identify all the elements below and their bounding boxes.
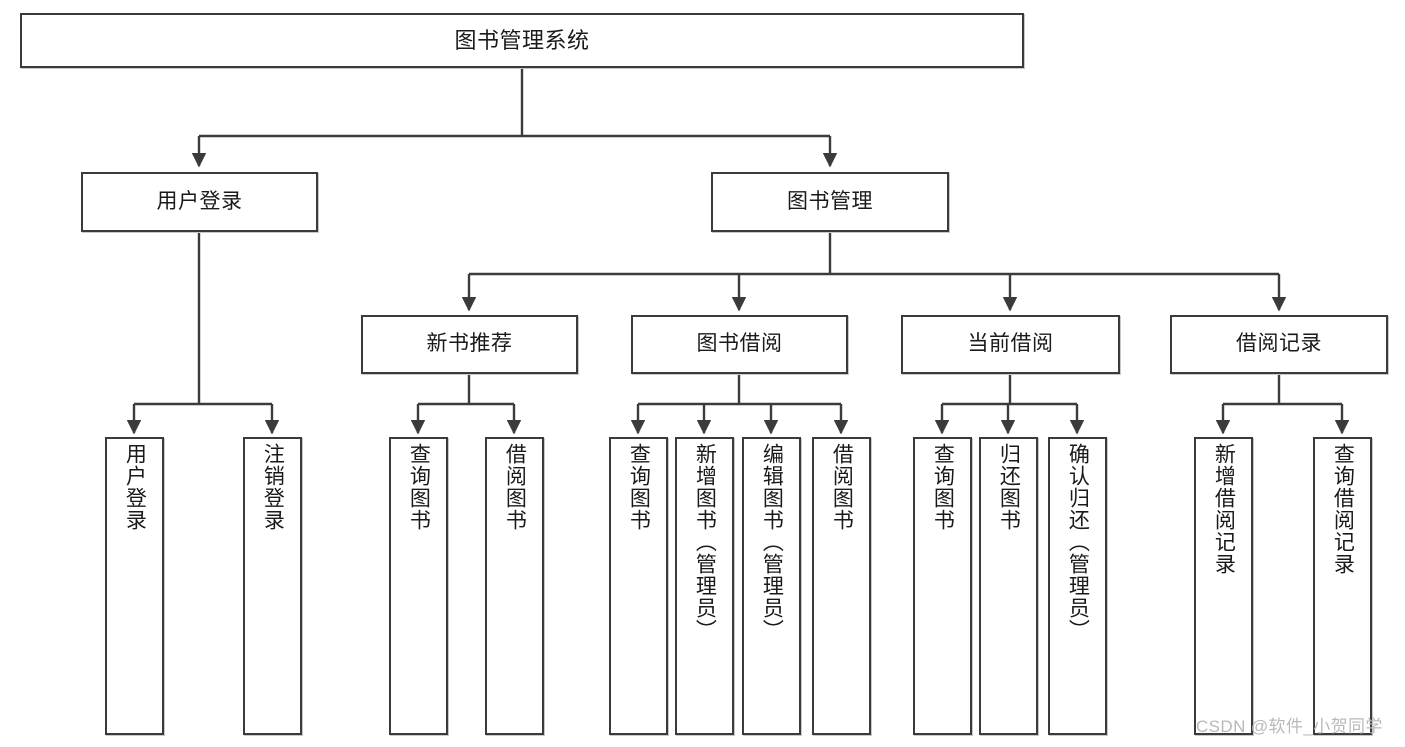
leaf-current-return-book[interactable]: 归还图书 <box>979 437 1038 735</box>
node-label: 确认归还（管理员） <box>1066 443 1090 641</box>
leaf-record-add-record[interactable]: 新增借阅记录 <box>1194 437 1253 735</box>
node-label: 编辑图书（管理员） <box>760 443 784 641</box>
node-label: 新书推荐 <box>426 332 513 356</box>
leaf-current-confirm-return-admin[interactable]: 确认归还（管理员） <box>1048 437 1107 735</box>
leaf-borrow-borrow-book[interactable]: 借阅图书 <box>812 437 871 735</box>
node-borrow-record[interactable]: 借阅记录 <box>1170 315 1388 374</box>
node-label: 查询图书 <box>627 443 651 531</box>
node-label: 图书借阅 <box>696 332 783 356</box>
node-book-management[interactable]: 图书管理 <box>711 172 949 232</box>
node-label: 当前借阅 <box>967 332 1054 356</box>
leaf-borrow-query-book[interactable]: 查询图书 <box>609 437 668 735</box>
leaf-current-query-book[interactable]: 查询图书 <box>913 437 972 735</box>
node-new-book-recommend[interactable]: 新书推荐 <box>361 315 578 374</box>
csdn-watermark: CSDN @软件_小贺同学 <box>1196 717 1383 736</box>
node-label: 图书管理 <box>787 189 873 213</box>
leaf-user-login-signout[interactable]: 注销登录 <box>243 437 302 735</box>
node-label: 用户登录 <box>123 443 147 531</box>
node-label: 借阅图书 <box>503 443 527 531</box>
node-current-borrow[interactable]: 当前借阅 <box>901 315 1120 374</box>
leaf-record-query-record[interactable]: 查询借阅记录 <box>1313 437 1372 735</box>
node-label: 查询借阅记录 <box>1331 443 1355 575</box>
node-book-borrow[interactable]: 图书借阅 <box>631 315 848 374</box>
node-label: 图书管理系统 <box>454 27 590 53</box>
node-user-login[interactable]: 用户登录 <box>81 172 318 232</box>
node-label: 借阅图书 <box>830 443 854 531</box>
node-label: 用户登录 <box>156 189 243 213</box>
node-label: 归还图书 <box>997 443 1021 531</box>
node-label: 新增图书（管理员） <box>693 443 717 641</box>
leaf-borrow-add-book-admin[interactable]: 新增图书（管理员） <box>675 437 734 735</box>
node-label: 查询图书 <box>931 443 955 531</box>
node-label: 借阅记录 <box>1236 332 1322 356</box>
leaf-new-book-borrow-book[interactable]: 借阅图书 <box>485 437 544 735</box>
node-label: 查询图书 <box>407 443 431 531</box>
leaf-user-login-signin[interactable]: 用户登录 <box>105 437 164 735</box>
node-label: 新增借阅记录 <box>1212 443 1236 575</box>
node-label: 注销登录 <box>261 443 285 531</box>
leaf-new-book-query-book[interactable]: 查询图书 <box>389 437 448 735</box>
node-root-book-management-system[interactable]: 图书管理系统 <box>20 13 1024 68</box>
leaf-borrow-edit-book-admin[interactable]: 编辑图书（管理员） <box>742 437 801 735</box>
